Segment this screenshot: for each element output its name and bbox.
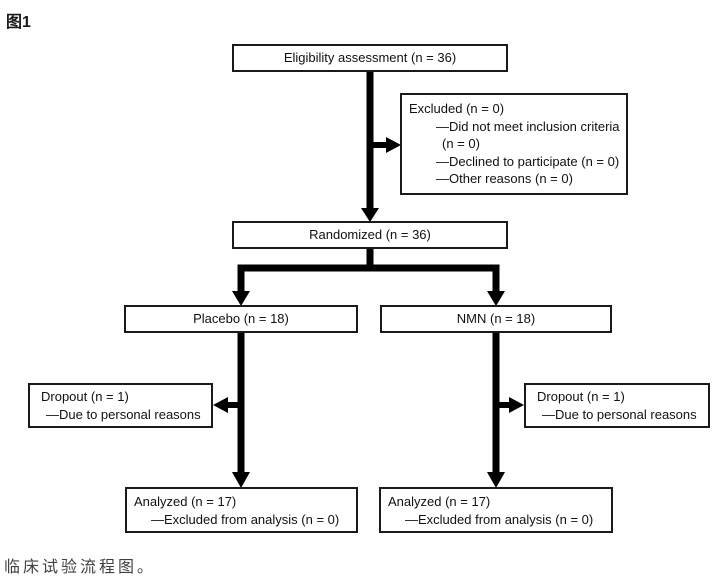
figure-title: 图1 [6, 14, 31, 31]
dropout-right-line-0: Dropout (n = 1) [537, 389, 625, 404]
arrowhead-into-analyzed-right [487, 472, 505, 488]
connector-split-bar [237, 264, 500, 292]
arrowhead-into-nmn [487, 291, 505, 306]
dropout-right-box: Dropout (n = 1) —Due to personal reasons [524, 383, 710, 428]
arrowhead-into-dropout-right [509, 397, 524, 413]
analyzed-left-box: Analyzed (n = 17) —Excluded from analysi… [125, 487, 358, 533]
analyzed-left-line-0: Analyzed (n = 17) [134, 494, 237, 509]
arrowhead-into-randomized [361, 208, 379, 222]
arrowhead-into-placebo [232, 291, 250, 306]
randomized-label: Randomized (n = 36) [309, 227, 431, 242]
figure-caption: 临床试验流程图。 [4, 559, 157, 576]
placebo-box: Placebo (n = 18) [124, 305, 358, 333]
excluded-line-1: —Did not meet inclusion criteria [436, 118, 620, 134]
eligibility-box: Eligibility assessment (n = 36) [232, 44, 508, 72]
placebo-label: Placebo (n = 18) [193, 311, 289, 326]
dropout-left-line-0: Dropout (n = 1) [41, 389, 129, 404]
analyzed-left-line-1: —Excluded from analysis (n = 0) [151, 512, 340, 527]
arrowhead-into-dropout-left [213, 397, 228, 413]
nmn-label: NMN (n = 18) [456, 311, 536, 326]
excluded-line-2: (n = 0) [442, 136, 480, 151]
arrowhead-into-excluded [386, 137, 401, 153]
analyzed-right-line-0: Analyzed (n = 17) [388, 494, 491, 509]
analyzed-right-box: Analyzed (n = 17) —Excluded from analysi… [379, 487, 613, 533]
arrowhead-into-analyzed-left [232, 472, 250, 488]
excluded-line-3: —Declined to participate (n = 0) [436, 153, 620, 169]
excluded-line-4: —Other reasons (n = 0) [436, 171, 573, 186]
nmn-box: NMN (n = 18) [380, 305, 612, 333]
dropout-right-line-1: —Due to personal reasons [542, 407, 697, 422]
dropout-left-box: Dropout (n = 1) —Due to personal reasons [28, 383, 213, 428]
excluded-line-0: Excluded (n = 0) [409, 101, 505, 116]
eligibility-label: Eligibility assessment (n = 36) [283, 50, 457, 65]
excluded-box: Excluded (n = 0) —Did not meet inclusion… [400, 93, 628, 195]
analyzed-right-line-1: —Excluded from analysis (n = 0) [405, 512, 594, 527]
randomized-box: Randomized (n = 36) [232, 221, 508, 249]
dropout-left-line-1: —Due to personal reasons [46, 407, 201, 422]
